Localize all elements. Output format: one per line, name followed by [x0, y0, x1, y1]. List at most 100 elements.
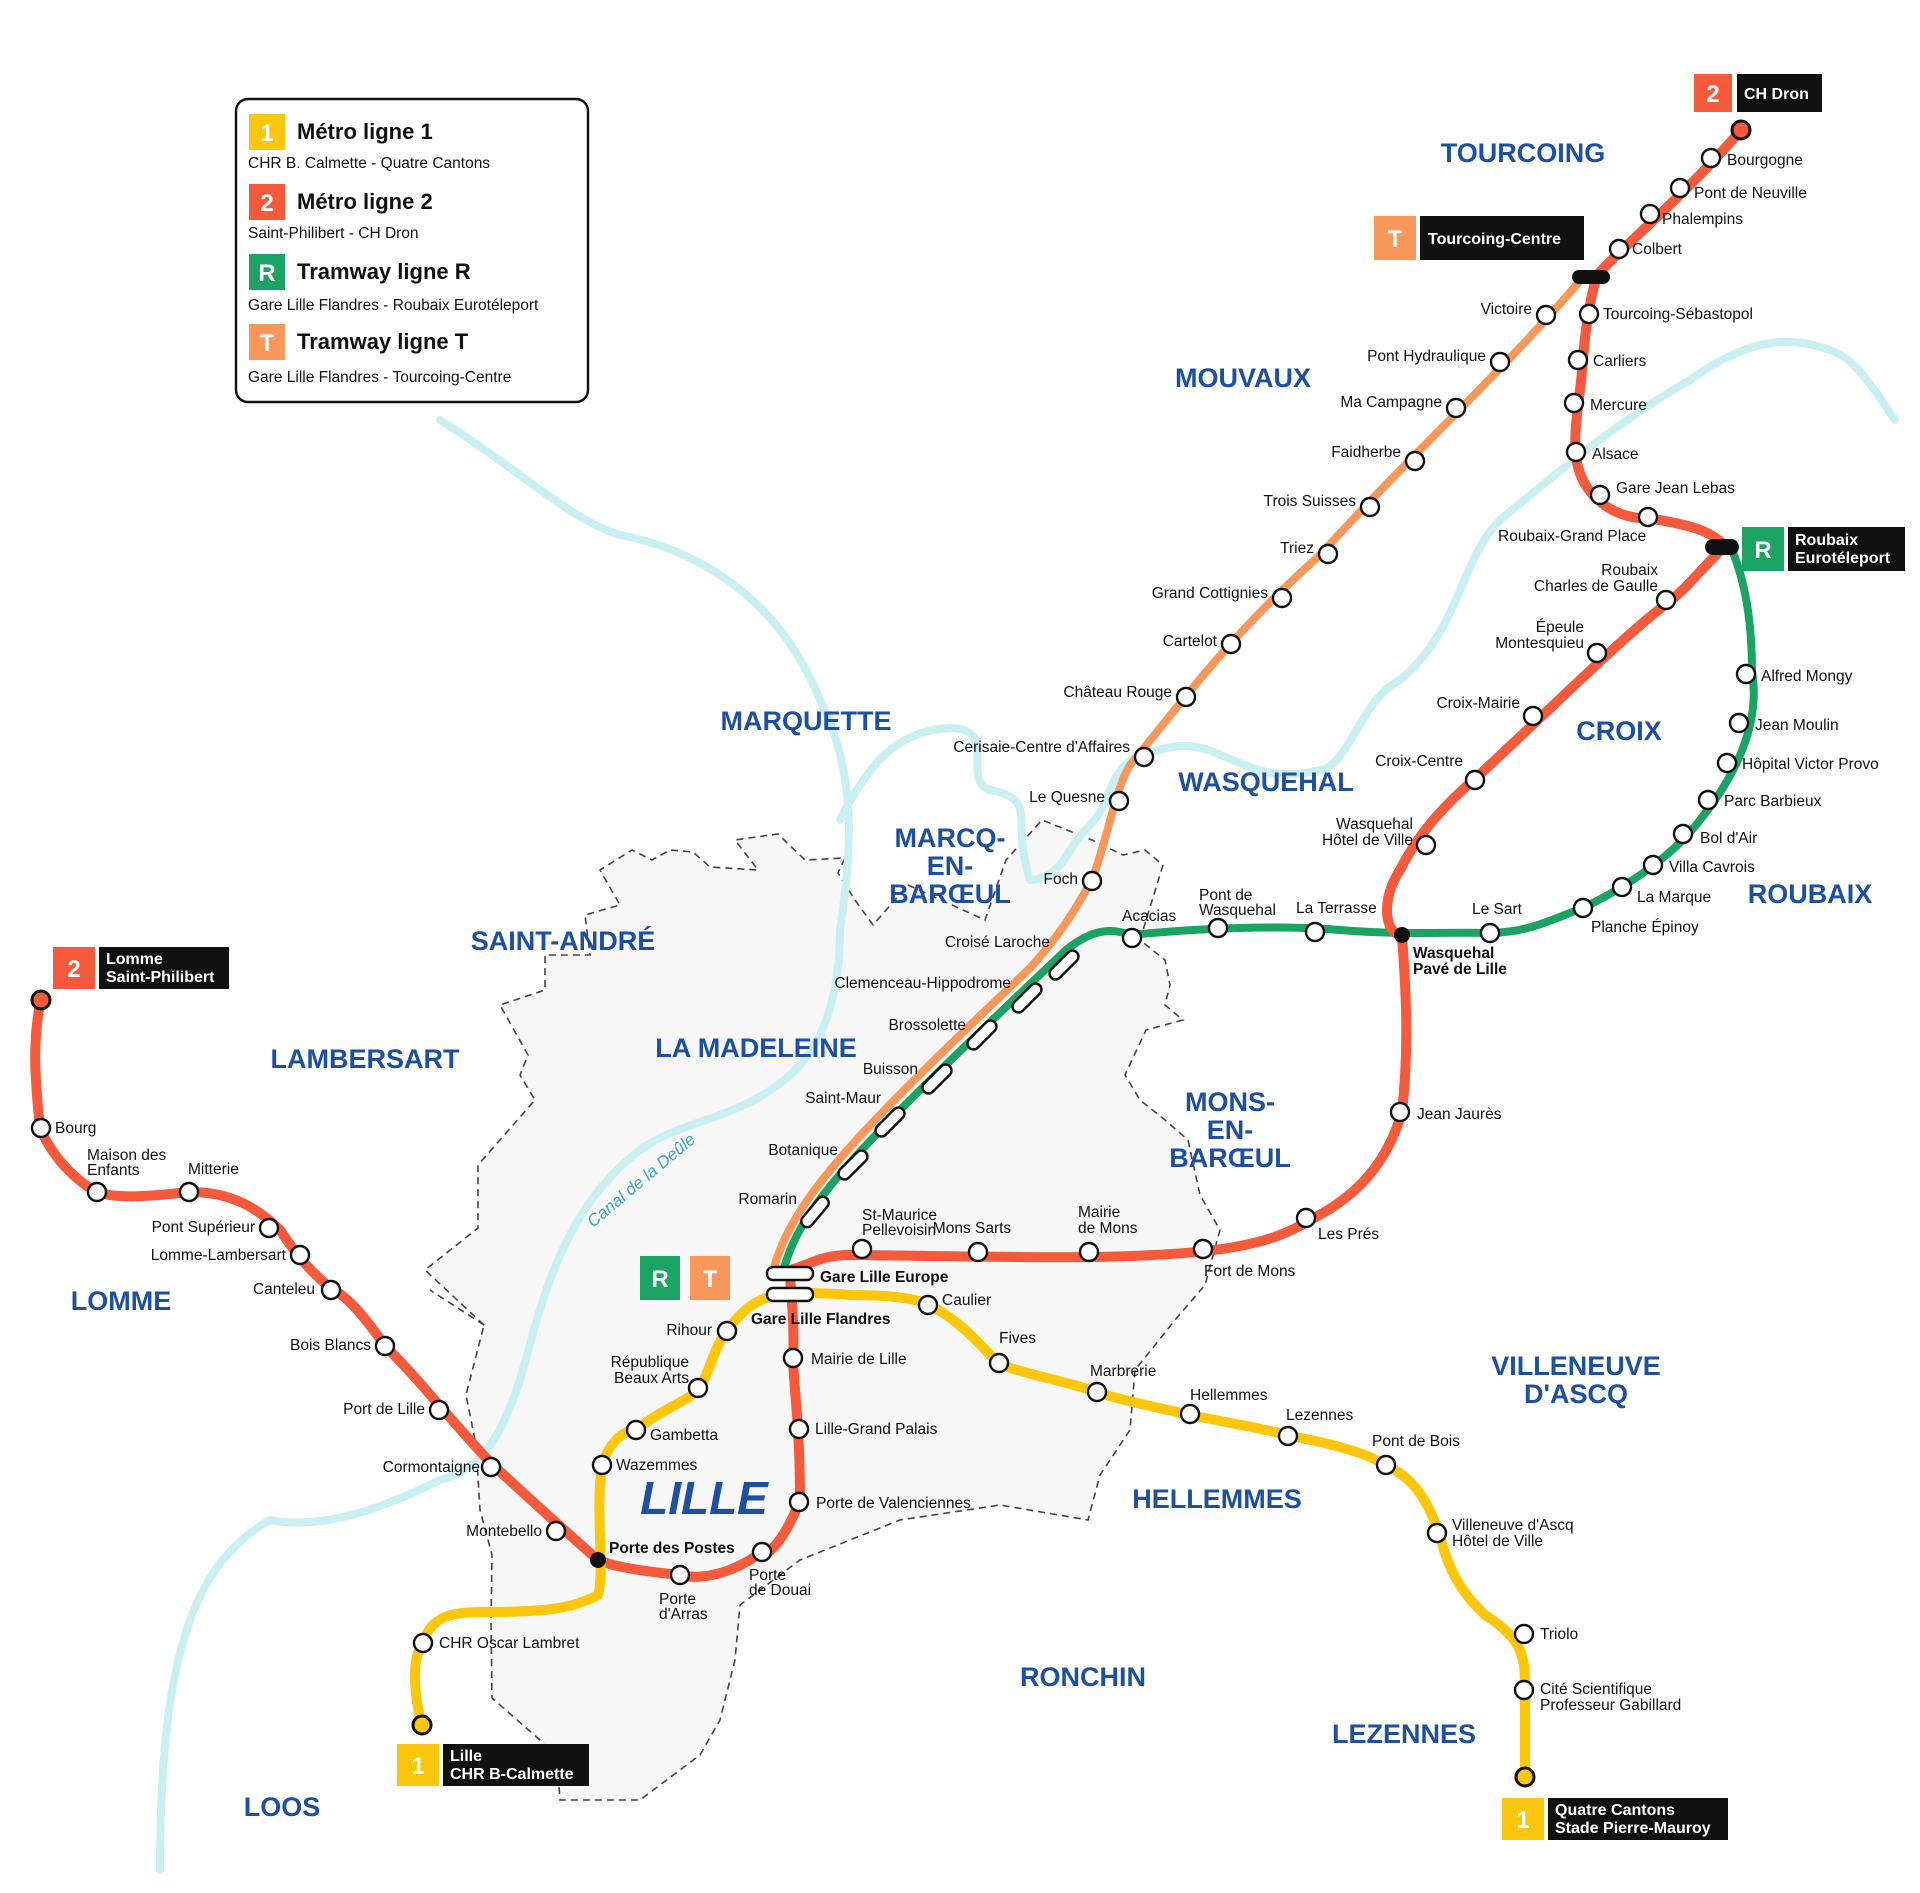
- terminal-ch-dron[interactable]: 2 CH Dron: [1694, 74, 1822, 112]
- interchange-marker[interactable]: [1722, 539, 1738, 555]
- station-marker[interactable]: [412, 1632, 434, 1654]
- station-marker[interactable]: [1586, 642, 1608, 664]
- station-marker[interactable]: [1567, 349, 1589, 371]
- station-marker[interactable]: [967, 1241, 989, 1263]
- interchange-marker[interactable]: [1572, 270, 1610, 284]
- station-marker[interactable]: [591, 1454, 613, 1476]
- station-marker[interactable]: [1375, 1454, 1397, 1476]
- station-marker[interactable]: [1637, 506, 1659, 528]
- tram-double-station-marker[interactable]: [836, 1148, 870, 1182]
- station-marker[interactable]: [258, 1217, 280, 1239]
- station-marker[interactable]: [687, 1377, 709, 1399]
- station-marker[interactable]: [1578, 303, 1600, 325]
- station-marker[interactable]: [716, 1320, 738, 1342]
- station-marker[interactable]: [782, 1347, 804, 1369]
- station-marker[interactable]: [1700, 147, 1722, 169]
- station-marker[interactable]: [1563, 392, 1585, 414]
- tram-double-station-marker[interactable]: [920, 1062, 954, 1096]
- station-marker[interactable]: [178, 1181, 200, 1203]
- station-marker[interactable]: [1522, 705, 1544, 727]
- station-marker[interactable]: [1672, 823, 1694, 845]
- station-marker[interactable]: [545, 1520, 567, 1542]
- station-marker[interactable]: [480, 1456, 502, 1478]
- station-marker[interactable]: [30, 1117, 52, 1139]
- station-marker[interactable]: [1108, 790, 1130, 812]
- station-label: Porte des Postes: [609, 1540, 735, 1557]
- terminal-quatre-cantons[interactable]: 1 Quatre Cantons Stade Pierre-Mauroy: [1502, 1798, 1728, 1840]
- station-marker[interactable]: [1535, 304, 1557, 326]
- station-marker[interactable]: [1192, 1238, 1214, 1260]
- station-marker[interactable]: [1081, 870, 1103, 892]
- station-marker[interactable]: [1078, 1241, 1100, 1263]
- station-marker[interactable]: [788, 1418, 810, 1440]
- station-marker[interactable]: [1697, 789, 1719, 811]
- station-marker[interactable]: [1655, 589, 1677, 611]
- gare-lille-europe-marker[interactable]: [765, 1265, 815, 1282]
- interchange-marker[interactable]: [1394, 927, 1410, 943]
- station-marker[interactable]: [1121, 927, 1143, 949]
- terminal-marker[interactable]: [30, 989, 52, 1011]
- station-marker[interactable]: [1317, 543, 1339, 565]
- terminal-lomme[interactable]: 2 Lomme Saint-Philibert: [53, 947, 229, 989]
- station-marker[interactable]: [428, 1399, 450, 1421]
- station-marker[interactable]: [788, 1491, 810, 1513]
- station-marker[interactable]: [1608, 238, 1630, 260]
- station-marker[interactable]: [1207, 917, 1229, 939]
- station-marker[interactable]: [1277, 1425, 1299, 1447]
- station-marker[interactable]: [1445, 397, 1467, 419]
- station-marker[interactable]: [1464, 769, 1486, 791]
- terminal-marker[interactable]: [1514, 1766, 1536, 1788]
- tram-double-station-marker[interactable]: [1047, 948, 1081, 982]
- station-marker[interactable]: [1572, 897, 1594, 919]
- station-marker[interactable]: [1669, 177, 1691, 199]
- station-marker[interactable]: [1304, 921, 1326, 943]
- station-marker[interactable]: [625, 1419, 647, 1441]
- station-marker[interactable]: [1426, 1522, 1448, 1544]
- station-marker[interactable]: [1179, 1403, 1201, 1425]
- station-marker[interactable]: [1735, 663, 1757, 685]
- station-marker[interactable]: [1716, 752, 1738, 774]
- terminal-marker[interactable]: [1730, 119, 1752, 141]
- station-marker[interactable]: [917, 1294, 939, 1316]
- station-marker[interactable]: [1389, 1101, 1411, 1123]
- station-marker[interactable]: [289, 1244, 311, 1266]
- station-marker[interactable]: [374, 1335, 396, 1357]
- terminal-chr-calmette[interactable]: 1 Lille CHR B-Calmette: [397, 1744, 589, 1786]
- interchange-marker[interactable]: [590, 1552, 606, 1568]
- station-marker[interactable]: [1479, 922, 1501, 944]
- station-label: Cartelot: [1163, 633, 1218, 650]
- station-marker[interactable]: [1086, 1381, 1108, 1403]
- station-marker[interactable]: [1220, 633, 1242, 655]
- terminal-marker[interactable]: [411, 1714, 433, 1736]
- station-marker[interactable]: [988, 1352, 1010, 1374]
- station-marker[interactable]: [1404, 450, 1426, 472]
- station-marker[interactable]: [1513, 1623, 1535, 1645]
- station-marker[interactable]: [751, 1541, 773, 1563]
- station-marker[interactable]: [1133, 746, 1155, 768]
- tram-double-station-marker[interactable]: [799, 1194, 831, 1229]
- station-marker[interactable]: [1589, 484, 1611, 506]
- station-marker[interactable]: [851, 1238, 873, 1260]
- terminal-roubaix-euroteleport[interactable]: R Roubaix Eurotéleport: [1742, 527, 1905, 571]
- station-marker[interactable]: [86, 1181, 108, 1203]
- station-marker[interactable]: [1639, 203, 1661, 225]
- station-marker[interactable]: [1175, 686, 1197, 708]
- tram-double-station-marker[interactable]: [1010, 981, 1044, 1015]
- station-marker[interactable]: [669, 1564, 691, 1586]
- station-marker[interactable]: [1489, 351, 1511, 373]
- tram-double-station-marker[interactable]: [965, 1018, 999, 1052]
- terminal-tourcoing-centre[interactable]: T Tourcoing-Centre: [1374, 216, 1584, 260]
- station-marker[interactable]: [1295, 1207, 1317, 1229]
- station-label: Villa Cavrois: [1669, 859, 1755, 876]
- station-marker[interactable]: [1513, 1679, 1535, 1701]
- station-marker[interactable]: [1415, 834, 1437, 856]
- station-marker[interactable]: [320, 1279, 342, 1301]
- station-marker[interactable]: [1565, 441, 1587, 463]
- station-marker[interactable]: [1611, 876, 1633, 898]
- station-marker[interactable]: [1728, 712, 1750, 734]
- station-marker[interactable]: [1359, 496, 1381, 518]
- station-label: Mitterie: [188, 1161, 239, 1178]
- gare-lille-flandres-marker[interactable]: [765, 1286, 815, 1303]
- station-marker[interactable]: [1642, 854, 1664, 876]
- station-marker[interactable]: [1271, 587, 1293, 609]
